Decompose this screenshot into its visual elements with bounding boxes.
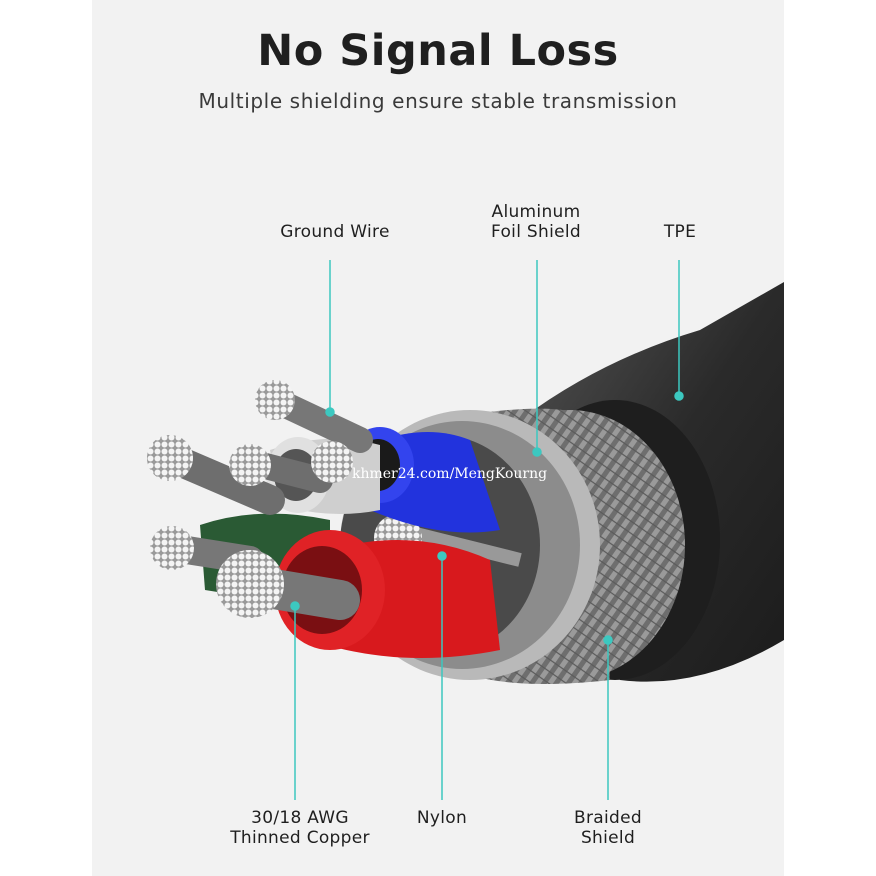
ground-wire-marker <box>325 407 335 417</box>
watermark-text: khmer24.com/MengKourng <box>352 466 548 482</box>
tpe-label: TPE <box>663 222 697 242</box>
copper-marker <box>290 601 300 611</box>
braided-marker <box>603 635 613 645</box>
page-subtitle: Multiple shielding ensure stable transmi… <box>198 89 678 113</box>
page-title: No Signal Loss <box>257 26 619 76</box>
ground-wire-label: Ground Wire <box>280 222 390 242</box>
leader-lines <box>290 260 684 800</box>
nylon-label: Nylon <box>416 808 468 828</box>
braided-shield-label: Braided Shield <box>574 808 642 848</box>
aluminum-foil-label: Aluminum Foil Shield <box>491 202 581 242</box>
strand-bundles <box>147 380 373 620</box>
copper-label: 30/18 AWG Thinned Copper <box>230 808 370 848</box>
foil-marker <box>532 447 542 457</box>
nylon-marker <box>437 551 447 561</box>
tpe-marker <box>674 391 684 401</box>
